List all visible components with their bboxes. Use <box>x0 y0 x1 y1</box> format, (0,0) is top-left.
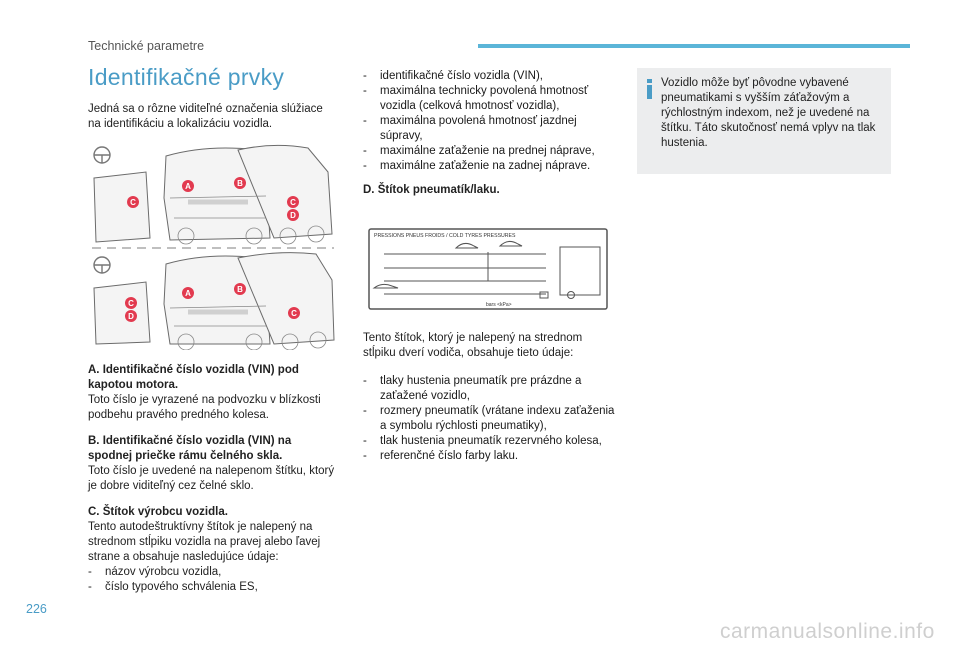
item-d-list: tlaky hustenia pneumatík pre prázdne a z… <box>363 374 618 464</box>
marker-c: C <box>130 198 136 207</box>
item-b: B. Identifikačné číslo vozidla (VIN) na … <box>88 434 338 494</box>
marker-a: A <box>185 289 191 298</box>
item-c-text: Tento autodeštruktívny štítok je nalepen… <box>88 521 321 563</box>
list-item: rozmery pneumatík (vrátane indexu zaťaže… <box>363 404 618 434</box>
car-icon <box>454 242 479 249</box>
list-item: maximálne zaťaženie na zadnej náprave. <box>363 159 613 174</box>
item-b-heading: B. Identifikačné číslo vozidla (VIN) na … <box>88 435 292 462</box>
loaded-car-icon <box>498 240 523 247</box>
item-d-text: Tento štítok, ktorý je nalepený na stred… <box>363 332 583 359</box>
list-item: maximálna povolená hmotnosť jazdnej súpr… <box>363 114 613 144</box>
item-a-heading: A. Identifikačné číslo vozidla (VIN) pod… <box>88 364 299 391</box>
van-bottom-front-view <box>163 255 271 345</box>
marker-a: A <box>185 182 191 191</box>
item-c: C. Štítok výrobcu vozidla. Tento autodeš… <box>88 505 338 595</box>
marker-c: C <box>290 198 296 207</box>
item-c-list: názov výrobcu vozidla, číslo typového sc… <box>88 565 338 595</box>
info-icon <box>647 79 652 99</box>
paint-ref-box <box>559 246 601 296</box>
tyre-pressure-label: PRESSIONS PNEUS FROIDS / COLD TYRES PRES… <box>368 228 608 310</box>
item-a-text: Toto číslo je vyrazené na podvozku v blí… <box>88 394 321 421</box>
list-item: maximálne zaťaženie na prednej náprave, <box>363 144 613 159</box>
info-box <box>637 68 891 174</box>
marker-d: D <box>290 211 296 220</box>
list-item: referenčné číslo farby laku. <box>363 449 618 464</box>
manual-icon <box>539 291 549 299</box>
marker-b: B <box>237 285 243 294</box>
van-bottom-rear-view <box>93 281 151 345</box>
tyre-label-title: PRESSIONS PNEUS FROIDS / COLD TYRES PRES… <box>374 233 516 239</box>
van-top-side-view <box>237 144 333 239</box>
tyre-icon <box>567 291 575 299</box>
spare-wheel-car-icon <box>372 283 399 289</box>
tyre-label-units: bars <kPa> <box>486 302 512 308</box>
van-top-front-view <box>163 147 271 241</box>
list-item: tlaky hustenia pneumatík pre prázdne a z… <box>363 374 618 404</box>
item-c-heading: C. Štítok výrobcu vozidla. <box>88 506 228 518</box>
marker-b: B <box>237 179 243 188</box>
list-item: identifikačné číslo vozidla (VIN), <box>363 69 613 84</box>
list-item: názov výrobcu vozidla, <box>88 565 338 580</box>
van-top-rear-view <box>93 171 151 243</box>
marker-c: C <box>128 299 134 308</box>
list-item: číslo typového schválenia ES, <box>88 580 338 595</box>
item-a: A. Identifikačné číslo vozidla (VIN) pod… <box>88 363 338 423</box>
header-accent-bar <box>478 44 910 48</box>
item-d-heading: D. Štítok pneumatík/laku. <box>363 184 500 196</box>
page-title: Identifikačné prvky <box>88 64 285 90</box>
list-item: maximálna technicky povolená hmotnosť vo… <box>363 84 613 114</box>
item-b-text: Toto číslo je uvedené na nalepenom štítk… <box>88 465 335 492</box>
intro-text: Jedná sa o rôzne viditeľné označenia slú… <box>88 103 323 130</box>
marker-d: D <box>128 312 134 321</box>
watermark: carmanualsonline.info <box>720 620 935 643</box>
vehicle-diagram: A B C C D A B C D C <box>92 144 335 350</box>
section-header: Technické parametre <box>88 39 205 53</box>
list-item: tlak hustenia pneumatík rezervného koles… <box>363 434 618 449</box>
info-text: Vozidlo môže byť pôvodne vybavené pneuma… <box>661 77 876 149</box>
van-bottom-side-view <box>237 252 335 345</box>
manufacturer-plate-list: identifikačné číslo vozidla (VIN), maxim… <box>363 69 613 174</box>
marker-c: C <box>291 309 297 318</box>
page-number: 226 <box>26 602 47 616</box>
